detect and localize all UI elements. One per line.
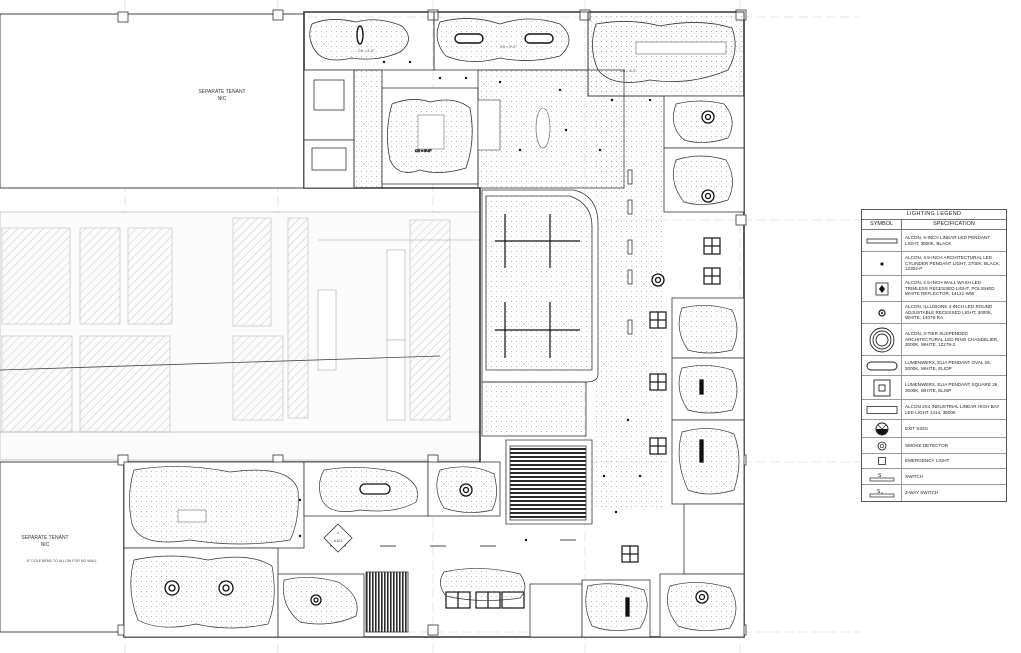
wall-wash-icon bbox=[875, 282, 888, 295]
switch-icon: S bbox=[869, 473, 894, 481]
legend-spec: LUMENWERX, ELIA PENDANT OVAL 26, 3000K, … bbox=[905, 359, 991, 371]
conference-room-1: CH = 9'-0" bbox=[381, 87, 479, 185]
svg-text:A103: A103 bbox=[334, 539, 342, 543]
wall-note: 6" DOLE BEND TO ALLOW FOR NO WALL bbox=[27, 559, 97, 563]
pendant-fixtures-top bbox=[356, 25, 727, 55]
legend-spec: ALCON, ILLUSIONE 4-INCH LED ROUND ADJUST… bbox=[905, 304, 993, 321]
linear-pendant-icon bbox=[866, 238, 897, 243]
legend-row: EMERGENCY LIGHT bbox=[862, 454, 1006, 469]
legend-row: ALCON 2X4 INDUSTRIAL LINEAR HIGH BAY LED… bbox=[862, 400, 1006, 420]
legend-spec: ALCON 2X4 INDUSTRIAL LINEAR HIGH BAY LED… bbox=[905, 403, 1000, 415]
legend-title: LIGHTING LEGEND bbox=[862, 210, 1006, 220]
legend-header: SYMBOL SPECIFICATION bbox=[862, 220, 1006, 230]
legend-row: ALCON, ILLUSIONE 4-INCH LED ROUND ADJUST… bbox=[862, 302, 1006, 324]
oval-pendant-icon bbox=[866, 361, 897, 370]
legend-spec: EMERGENCY LIGHT bbox=[905, 458, 950, 464]
linear-fixtures-corridor bbox=[627, 169, 633, 335]
legend-spec: ALCON, 2.5-INCH WALL WASH LED TRIMLESS R… bbox=[905, 280, 995, 297]
entry-vestibule bbox=[477, 99, 501, 151]
legend-row: LUMENWERX, ELIA PENDANT OVAL 26, 3000K, … bbox=[862, 356, 1006, 376]
elevation-marker: 4 A103 bbox=[323, 523, 353, 553]
pendant-fixtures-bottom bbox=[164, 483, 630, 617]
legend-spec: EXIT SIGN bbox=[905, 425, 928, 431]
cylinder-pendant-icon bbox=[879, 261, 884, 266]
svg-text:CH = 9'-0": CH = 9'-0" bbox=[500, 45, 517, 49]
legend-row: ALCON, 3-TIER SUSPENDED ARCHITECTURAL LE… bbox=[862, 324, 1006, 356]
legend-spec: SWITCH bbox=[905, 473, 924, 479]
legend-col-spec: SPECIFICATION bbox=[933, 221, 975, 227]
emergency-light-icon bbox=[877, 457, 886, 465]
restroom-block bbox=[303, 69, 383, 189]
legend-spec: ALCON, 4.5-INCH ARCHITECTURAL LED CYLIND… bbox=[905, 255, 1001, 272]
legend-spec: ALCON, 6-INCH LINEAR LED PENDANT LIGHT, … bbox=[905, 234, 990, 246]
tenant-space-top bbox=[0, 13, 305, 189]
legend-spec: ALCON, 3-TIER SUSPENDED ARCHITECTURAL LE… bbox=[905, 331, 999, 348]
linear-highbay-icon bbox=[866, 405, 897, 414]
office-clouds-right bbox=[667, 100, 740, 631]
tenant-label-bottom: SEPARATE TENANT bbox=[21, 535, 68, 541]
svg-text:CH = 9'-0": CH = 9'-0" bbox=[415, 149, 432, 153]
legend-spec: LUMENWERX, ELIA PENDANT SQUARE 26, 3000K… bbox=[905, 381, 999, 393]
tenant-label-top: SEPARATE TENANT bbox=[198, 89, 245, 95]
svg-text:S: S bbox=[877, 489, 881, 495]
nic-label-bottom: NIC bbox=[41, 542, 50, 548]
existing-core-hatched bbox=[0, 211, 481, 461]
exit-sign-icon bbox=[875, 422, 888, 435]
legend-row: SMOKE DETECTOR bbox=[862, 438, 1006, 454]
legend-row: EXIT SIGN bbox=[862, 420, 1006, 438]
floor-plan: SEPARATE TENANT NIC SEPARATE TENANT NIC … bbox=[0, 0, 860, 653]
legend-row: ALCON, 6-INCH LINEAR LED PENDANT LIGHT, … bbox=[862, 230, 1006, 252]
linear-fixtures-lower bbox=[330, 539, 576, 547]
smoke-detector-icon bbox=[877, 441, 886, 450]
svg-text:3: 3 bbox=[881, 491, 883, 495]
legend-row: LUMENWERX, ELIA PENDANT SQUARE 26, 3000K… bbox=[862, 376, 1006, 400]
legend-col-symbol: SYMBOL bbox=[862, 220, 902, 229]
break-area bbox=[365, 381, 593, 633]
legend-spec: SMOKE DETECTOR bbox=[905, 442, 949, 448]
round-recessed-icon bbox=[877, 308, 886, 317]
square-pendant-icon bbox=[873, 379, 890, 396]
open-office bbox=[481, 189, 599, 383]
nic-label-top: NIC bbox=[218, 96, 227, 102]
legend-row: ALCON, 4.5-INCH ARCHITECTURAL LED CYLIND… bbox=[862, 252, 1006, 276]
tenant-space-bottom bbox=[0, 461, 125, 633]
reception-oval bbox=[535, 107, 551, 149]
pendant-rings-right bbox=[651, 110, 715, 604]
recessed-downlights bbox=[298, 60, 652, 542]
legend-row: S SWITCH bbox=[862, 469, 1006, 485]
legend-spec: 3-WAY SWITCH bbox=[905, 490, 939, 496]
svg-text:S: S bbox=[878, 473, 882, 479]
svg-text:CH = 9'-0": CH = 9'-0" bbox=[620, 69, 637, 73]
lighting-legend: LIGHTING LEGEND SYMBOL SPECIFICATION ALC… bbox=[861, 209, 1007, 502]
svg-text:CH = 9'-0": CH = 9'-0" bbox=[358, 49, 375, 53]
legend-row: ALCON, 2.5-INCH WALL WASH LED TRIMLESS R… bbox=[862, 276, 1006, 302]
svg-text:4: 4 bbox=[337, 531, 339, 535]
ring-chandelier-icon bbox=[869, 327, 894, 352]
